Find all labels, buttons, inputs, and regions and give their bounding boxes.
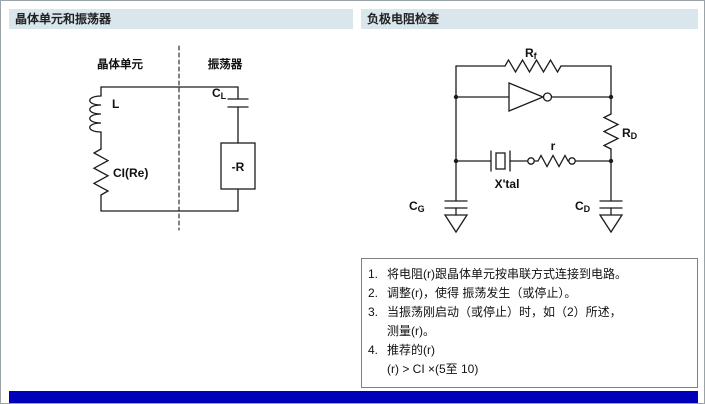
step-text-line: (r) > CI ×(5至 10) xyxy=(387,362,479,376)
step-number: 3. xyxy=(368,305,379,319)
crystal-oscillator-diagram: 晶体单元 振荡器 L CI(Re) CL xyxy=(89,45,256,231)
junction-dots xyxy=(453,94,614,164)
cd-capacitor-symbol xyxy=(599,200,623,209)
list-item: 2. 调整(r)，使得 振荡发生（或停止）。 xyxy=(368,284,693,303)
crystal-label: X'tal xyxy=(495,177,520,191)
resistor-symbol xyxy=(92,148,110,196)
series-resistor-label: r xyxy=(551,139,556,153)
step-number: 4. xyxy=(368,343,379,357)
cd-capacitor-label: CD xyxy=(575,199,591,214)
list-item: 1. 将电阻(r)跟晶体单元按串联方式连接到电路。 xyxy=(368,265,693,284)
step-number: 1. xyxy=(368,267,379,281)
crystal-impedance-label: CI(Re) xyxy=(113,166,148,180)
step-text: 调整(r)，使得 振荡发生（或停止）。 xyxy=(387,286,577,300)
footer-bar xyxy=(9,391,698,403)
inductor-symbol xyxy=(89,95,102,133)
cd-label-sub: D xyxy=(584,204,591,214)
cg-capacitor-label: CG xyxy=(409,199,425,214)
step-text: 将电阻(r)跟晶体单元按串联方式连接到电路。 xyxy=(387,267,627,281)
step-number: 2. xyxy=(368,286,379,300)
left-panel-header: 晶体单元和振荡器 xyxy=(9,9,353,29)
inverter-icon xyxy=(508,82,553,112)
inductor-label: L xyxy=(112,97,119,111)
negative-resistance-label: -R xyxy=(232,160,245,174)
crystal-unit-region-label: 晶体单元 xyxy=(97,57,143,71)
list-item: 3. 当振荡刚启动（或停止）时，如（2）所述， 测量(r)。 xyxy=(368,303,693,341)
oscillator-region-label: 振荡器 xyxy=(208,57,243,71)
ground-icon xyxy=(443,214,469,234)
load-capacitor-label-sub: L xyxy=(221,91,227,101)
cg-label-main: C xyxy=(409,199,418,213)
rd-resistor-label: RD xyxy=(622,126,638,141)
wires xyxy=(100,86,239,212)
feedback-resistor-symbol xyxy=(504,58,562,74)
step-text: 推荐的(r) (r) > CI ×(5至 10) xyxy=(387,341,693,379)
procedure-list: 1. 将电阻(r)跟晶体单元按串联方式连接到电路。 2. 调整(r)，使得 振荡… xyxy=(361,258,698,388)
negative-resistance-box xyxy=(220,142,256,190)
crystal-symbol xyxy=(490,150,511,172)
rf-label-main: R xyxy=(525,46,534,60)
rd-resistor-symbol xyxy=(602,113,620,150)
step-text-line: 推荐的(r) xyxy=(387,343,435,357)
wires xyxy=(455,65,612,216)
rd-label-main: R xyxy=(622,126,631,140)
feedback-resistor-label: Rf xyxy=(525,46,538,61)
cd-label-main: C xyxy=(575,199,584,213)
load-capacitor-label-main: C xyxy=(212,86,221,100)
rf-label-sub: f xyxy=(534,51,538,61)
step-text-line: 测量(r)。 xyxy=(387,324,435,338)
rd-label-sub: D xyxy=(631,131,638,141)
step-text-line: 当振荡刚启动（或停止）时，如（2）所述， xyxy=(387,305,622,319)
load-capacitor-label: CL xyxy=(212,86,227,101)
step-text: 当振荡刚启动（或停止）时，如（2）所述， 测量(r)。 xyxy=(387,303,693,341)
cg-label-sub: G xyxy=(418,204,425,214)
load-capacitor-symbol xyxy=(227,98,249,108)
negative-resistance-diagram: Rf RD X'tal r xyxy=(409,46,638,234)
cg-capacitor-symbol xyxy=(444,200,468,209)
right-panel-header: 负极电阻检查 xyxy=(361,9,698,29)
ground-icon xyxy=(598,214,624,234)
series-resistor-symbol xyxy=(527,154,576,168)
list-item: 4. 推荐的(r) (r) > CI ×(5至 10) xyxy=(368,341,693,379)
